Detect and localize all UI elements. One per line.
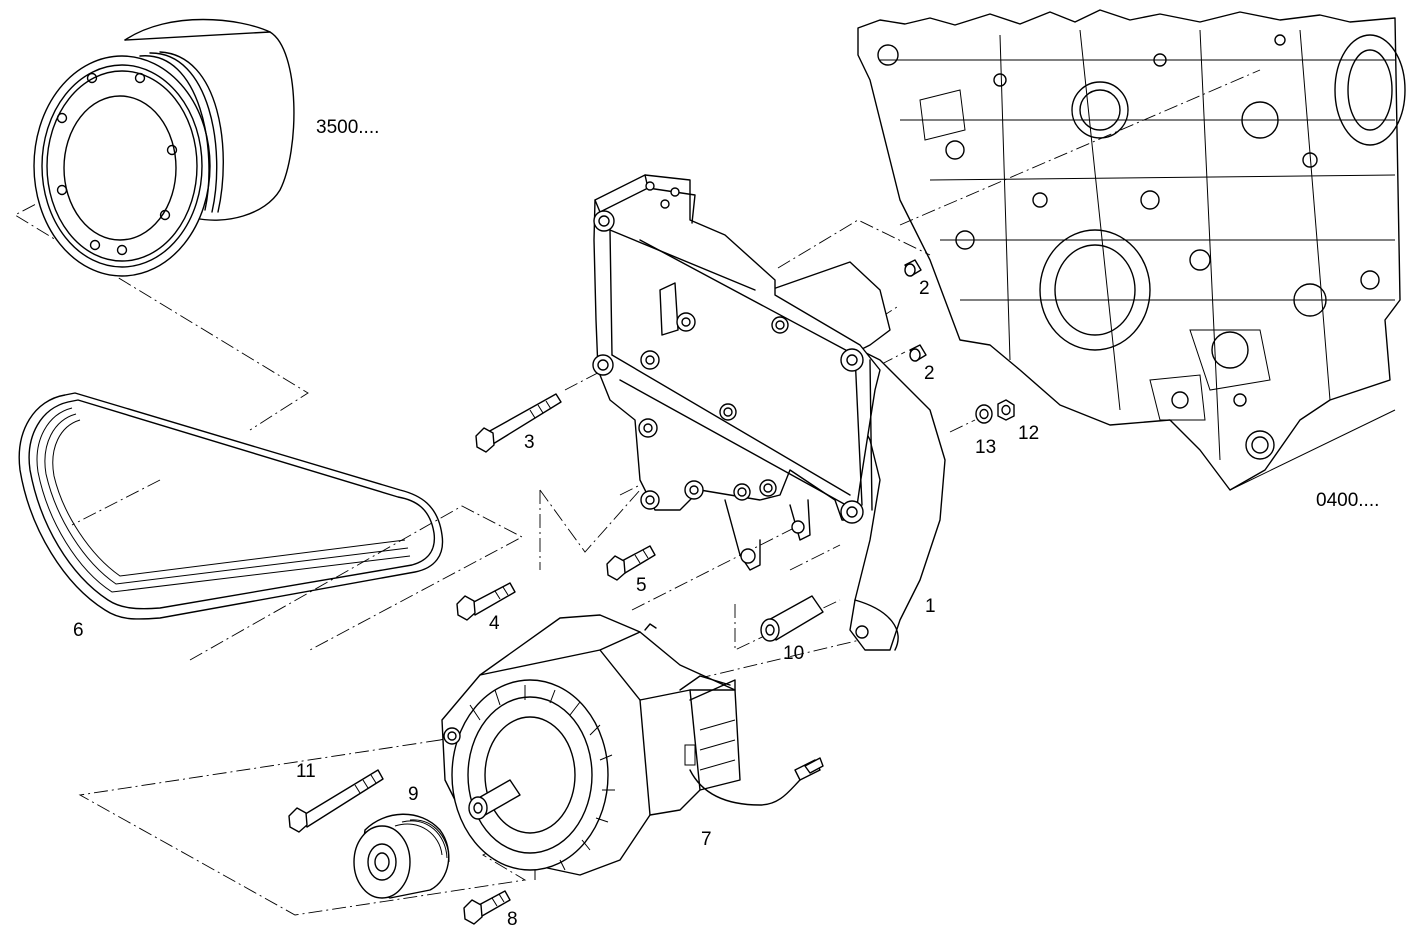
- callout-5: 5: [636, 575, 647, 596]
- callout-10: 10: [783, 643, 804, 664]
- spacer-sleeve: [760, 595, 824, 642]
- callout-4: 4: [489, 613, 500, 634]
- drive-pulley: [353, 813, 450, 899]
- callout-2-lower: 2: [924, 363, 935, 384]
- callout-3: 3: [524, 432, 535, 453]
- callout-9: 9: [408, 784, 419, 805]
- callout-7: 7: [701, 829, 712, 850]
- callout-12: 12: [1018, 423, 1039, 444]
- callout-11: 11: [296, 761, 316, 782]
- screws: [288, 393, 656, 925]
- engine-block: [857, 9, 1406, 491]
- callout-6: 6: [73, 620, 84, 641]
- mounting-bracket: [592, 174, 946, 651]
- callout-8: 8: [507, 909, 518, 930]
- labels: 3500.... 0400.... 1 2 2 3 4 5 6 7 8 9 10…: [73, 117, 1379, 930]
- callout-13: 13: [975, 437, 996, 458]
- ref-engine-block-group: 0400....: [1316, 490, 1379, 511]
- bushings: [904, 259, 927, 362]
- drive-belt: [18, 392, 444, 620]
- alternator: [441, 614, 824, 880]
- washer-and-nut: [975, 399, 1015, 424]
- callout-2-upper: 2: [919, 278, 930, 299]
- crankshaft-pulley: [33, 18, 295, 277]
- ref-pulley-group: 3500....: [316, 117, 379, 138]
- callout-1: 1: [925, 596, 936, 617]
